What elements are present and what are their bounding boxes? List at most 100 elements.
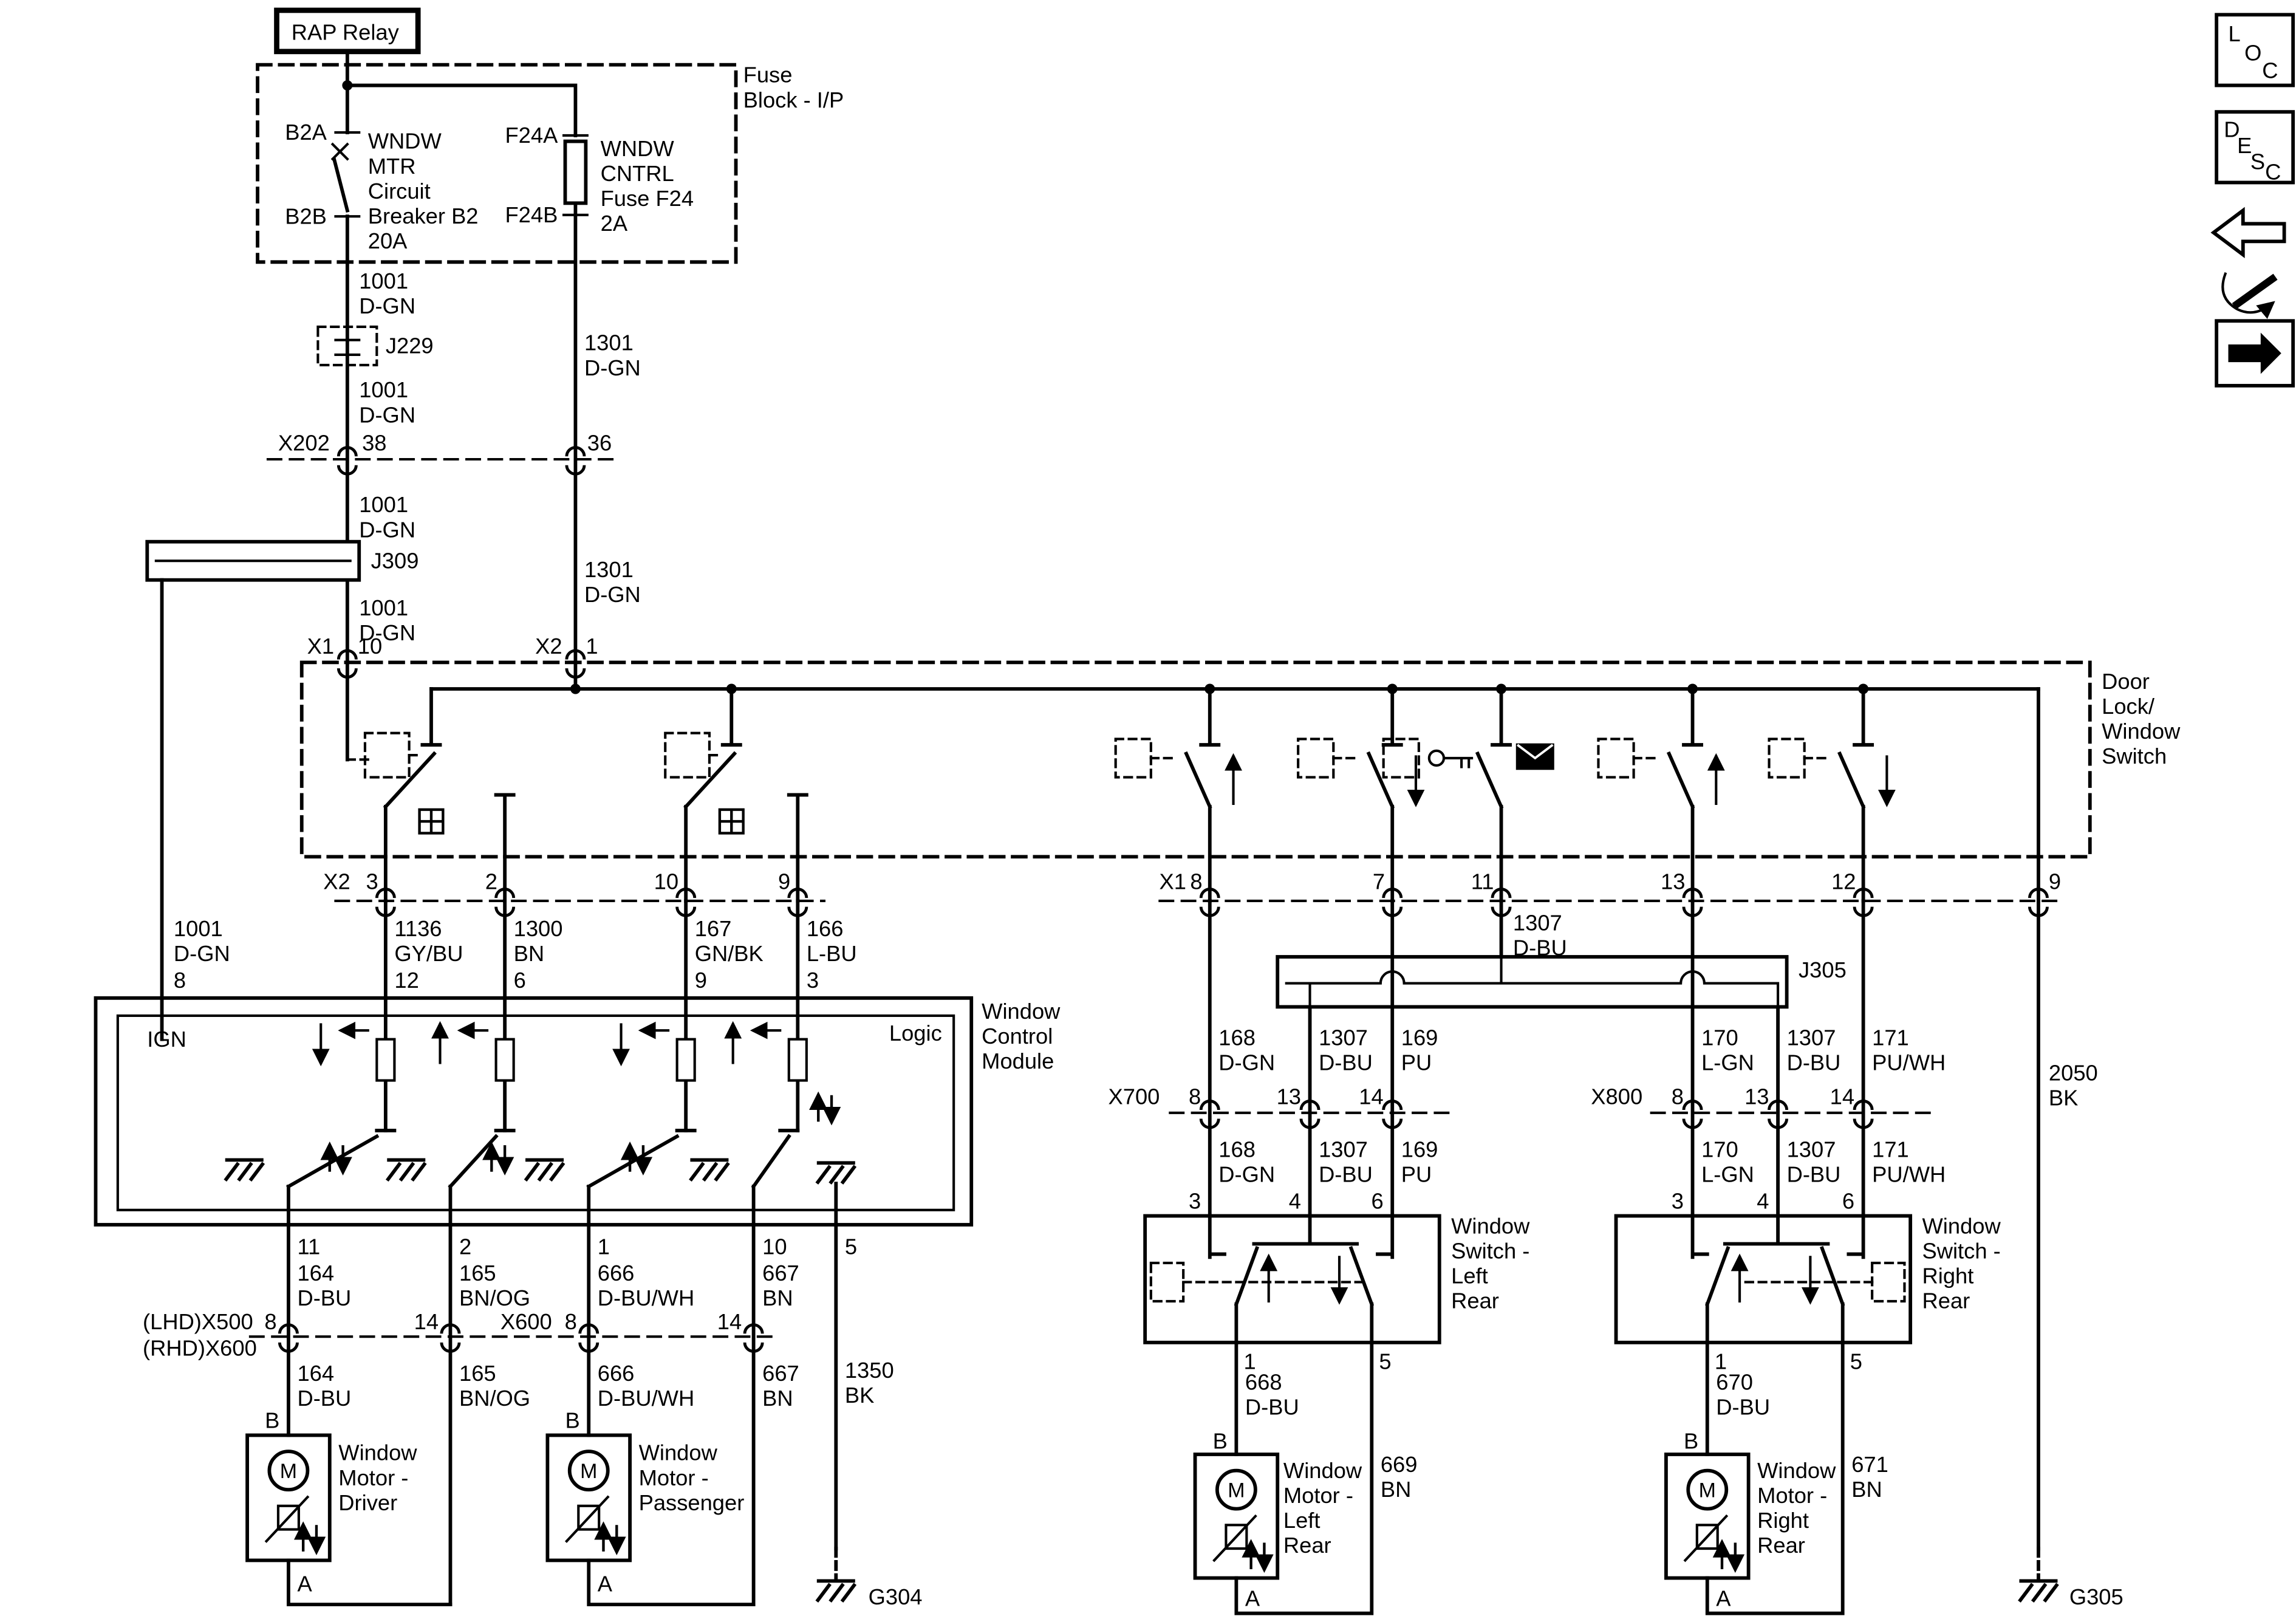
- location-letter-c: C: [2262, 58, 2278, 83]
- connector-label-x600: X600: [501, 1309, 552, 1334]
- description-button[interactable]: D E S C: [2215, 110, 2295, 185]
- thermal-protector-line: [1683, 1514, 1729, 1563]
- terminal-b-label: B: [1684, 1428, 1698, 1453]
- thermal-protector-line: [564, 1495, 610, 1543]
- switch-contacts: [383, 687, 516, 903]
- pin-label-12: 12: [394, 968, 419, 993]
- up-down-arrows-icon: [491, 1145, 505, 1172]
- motor-return-wire: [587, 1558, 756, 1607]
- door-switch-outline: [299, 660, 2092, 859]
- pin-label-11: 11: [297, 1234, 320, 1259]
- lockout-icon-detail: [1517, 744, 1554, 760]
- forward-arrow-icon[interactable]: [2228, 332, 2281, 374]
- pin-label-3: 3: [1189, 1188, 1201, 1213]
- forward-button-frame[interactable]: [2215, 319, 2295, 388]
- pin-label-13: 13: [1744, 1084, 1769, 1109]
- pin-label-6: 6: [514, 968, 526, 993]
- toolbar: L O C D E S C: [2210, 13, 2295, 388]
- pin-label-8: 8: [1190, 869, 1202, 894]
- pin-label-1: 1: [586, 634, 598, 659]
- pin-label-7: 7: [1373, 869, 1385, 894]
- resistor: [675, 1038, 696, 1082]
- location-letter-l: L: [2229, 21, 2241, 46]
- pin-label-8: 8: [264, 1309, 276, 1334]
- repair-hook-icon[interactable]: [2221, 272, 2275, 319]
- pin-label-8: 8: [1672, 1084, 1684, 1109]
- window-icon: [420, 810, 443, 833]
- driver-switch: [586, 1129, 697, 1227]
- up-down-arrows-icon: [818, 1095, 832, 1122]
- motor-symbol: [1686, 1468, 1729, 1511]
- thermal-protector-line: [1212, 1514, 1257, 1563]
- junction-dot: [570, 683, 581, 694]
- description-button-frame[interactable]: [2215, 110, 2295, 185]
- pin-label-3: 3: [1672, 1188, 1684, 1213]
- ground-icon: [817, 1163, 855, 1183]
- pin-label-6: 6: [1842, 1188, 1854, 1213]
- switch-contacts: [1666, 687, 1703, 903]
- description-letter-c: C: [2265, 160, 2281, 185]
- pin-label-11: 11: [1471, 869, 1494, 894]
- forward-navigate-button[interactable]: [2215, 319, 2295, 388]
- description-letter-d: D: [2224, 117, 2240, 142]
- terminal-f24a-label: F24A: [505, 123, 559, 148]
- pin-label-2: 2: [459, 1234, 471, 1259]
- ground-symbol-g304: [817, 1581, 855, 1601]
- key-icon-shaft: [1442, 756, 1474, 768]
- location-button-frame[interactable]: [2215, 13, 2295, 87]
- switch-actuator: [1149, 1261, 1185, 1303]
- switch-actuator: [1382, 738, 1420, 779]
- ground-icon: [387, 1160, 425, 1180]
- junction-dot: [342, 80, 353, 91]
- motor-wires: [287, 1223, 838, 1607]
- terminal-a-label: A: [1716, 1586, 1731, 1611]
- module-logic-outline: [116, 1014, 955, 1211]
- switch-contacts: [1366, 687, 1403, 903]
- switch-right-rear-up: [1597, 687, 1725, 903]
- switch-actuator: [1597, 738, 1635, 779]
- description-letter-s: S: [2250, 149, 2265, 174]
- location-button[interactable]: L O C: [2215, 13, 2295, 87]
- pin-label-1: 1: [598, 1234, 610, 1259]
- connector-label-x2: X2: [535, 634, 562, 659]
- ground-symbol-g305: [2019, 1581, 2057, 1601]
- resistor: [787, 1038, 808, 1082]
- back-navigate-button[interactable]: [2210, 207, 2286, 319]
- connector-label-x2: X2: [323, 869, 350, 894]
- pin-label-3: 3: [366, 869, 378, 894]
- terminal-a-label: A: [297, 1571, 312, 1596]
- switch-contacts: [1208, 1214, 1395, 1344]
- switch-actuator: [1297, 738, 1335, 779]
- up-down-arrows-icon: [1251, 1542, 1265, 1569]
- pin-label-13: 13: [1661, 869, 1685, 894]
- pin-label-5: 5: [1379, 1349, 1391, 1374]
- back-arrow-icon[interactable]: [2210, 207, 2286, 259]
- resistor: [375, 1038, 396, 1082]
- description-letter-e: E: [2237, 133, 2252, 158]
- wrench-icon[interactable]: [2232, 273, 2278, 309]
- pin-label-1: 1: [1715, 1349, 1727, 1374]
- switch-driver-window: [363, 687, 516, 903]
- pin-label-1: 1: [1243, 1349, 1256, 1374]
